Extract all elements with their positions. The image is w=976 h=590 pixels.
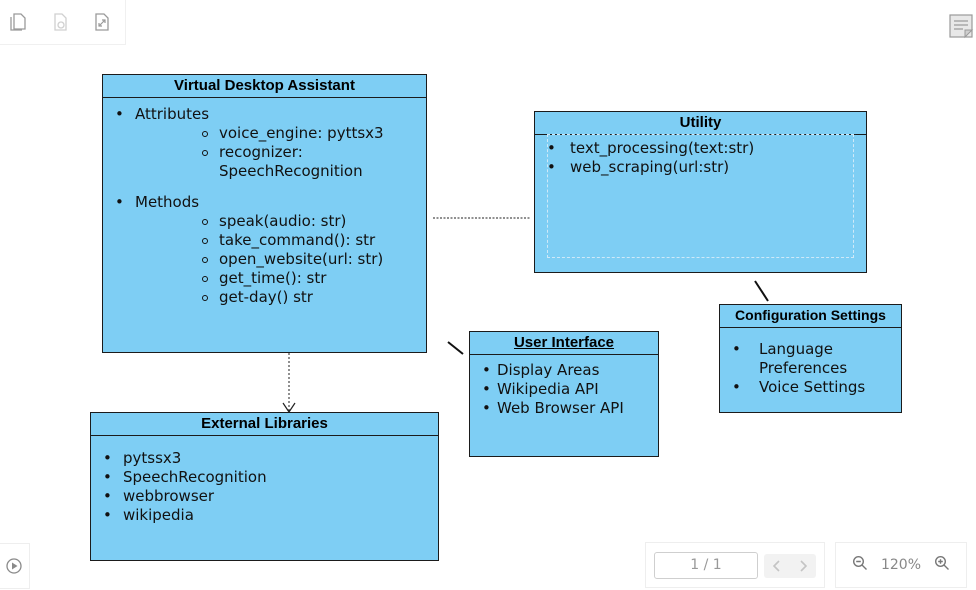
zoom-in-icon[interactable] xyxy=(934,555,950,575)
sticky-note-icon[interactable] xyxy=(948,13,974,39)
connector-vda-ui xyxy=(447,341,464,355)
document-settings-icon[interactable] xyxy=(50,12,70,32)
method-item: take_command(): str xyxy=(135,231,426,250)
config-item: Language Preferences xyxy=(720,340,847,378)
page-number-field[interactable]: 1 / 1 xyxy=(654,552,758,579)
vda-box[interactable]: Virtual Desktop Assistant Attributes voi… xyxy=(102,74,427,353)
page-nav-buttons xyxy=(764,554,816,578)
next-page-button[interactable] xyxy=(790,554,816,578)
utility-item: text_processing(text:str) xyxy=(535,139,866,158)
chevron-right-icon xyxy=(800,560,808,572)
play-button[interactable] xyxy=(0,543,30,589)
lib-item: SpeechRecognition xyxy=(91,468,438,487)
attributes-item: Attributes voice_engine: pyttsx3 recogni… xyxy=(103,105,426,181)
prev-page-button[interactable] xyxy=(764,554,790,578)
toolbar xyxy=(0,0,126,45)
connector-utility-config xyxy=(754,280,769,302)
zoom-level: 120% xyxy=(880,557,922,573)
ui-item: Wikipedia API xyxy=(470,380,658,399)
method-item: get-day() str xyxy=(135,288,426,307)
method-item: get_time(): str xyxy=(135,269,426,288)
utility-inner-frame xyxy=(547,134,854,258)
document-expand-icon[interactable] xyxy=(92,12,112,32)
ui-title: User Interface xyxy=(470,332,658,355)
chevron-left-icon xyxy=(772,560,780,572)
methods-item: Methods speak(audio: str) take_command()… xyxy=(103,193,426,307)
attribute-item: recognizer: SpeechRecognition xyxy=(135,143,426,181)
vda-title: Virtual Desktop Assistant xyxy=(103,75,426,98)
config-title: Configuration Settings xyxy=(720,305,901,328)
lib-item: webbrowser xyxy=(91,487,438,506)
arrowhead-libs xyxy=(282,402,296,414)
lib-item: wikipedia xyxy=(91,506,438,525)
zoom-control: 120% xyxy=(835,542,967,588)
methods-label: Methods xyxy=(135,193,200,211)
document-icon[interactable] xyxy=(8,12,28,32)
config-item: Voice Settings xyxy=(720,378,901,397)
libs-box[interactable]: External Libraries pytssx3 SpeechRecogni… xyxy=(90,412,439,561)
attributes-label: Attributes xyxy=(135,105,210,123)
config-box[interactable]: Configuration Settings Language Preferen… xyxy=(719,304,902,413)
method-item: speak(audio: str) xyxy=(135,212,426,231)
zoom-out-icon[interactable] xyxy=(852,555,868,575)
utility-box[interactable]: Utility text_processing(text:str) web_sc… xyxy=(534,111,867,273)
utility-item: web_scraping(url:str) xyxy=(535,158,866,177)
utility-title: Utility xyxy=(535,112,866,135)
ui-item: Web Browser API xyxy=(470,399,658,418)
method-item: open_website(url: str) xyxy=(135,250,426,269)
ui-box[interactable]: User Interface Display Areas Wikipedia A… xyxy=(469,331,659,457)
lib-item: pytssx3 xyxy=(91,449,438,468)
page-navigator: 1 / 1 xyxy=(645,542,825,588)
play-icon xyxy=(5,558,22,574)
ui-item: Display Areas xyxy=(470,361,658,380)
attribute-item: voice_engine: pyttsx3 xyxy=(135,124,426,143)
libs-title: External Libraries xyxy=(91,413,438,436)
